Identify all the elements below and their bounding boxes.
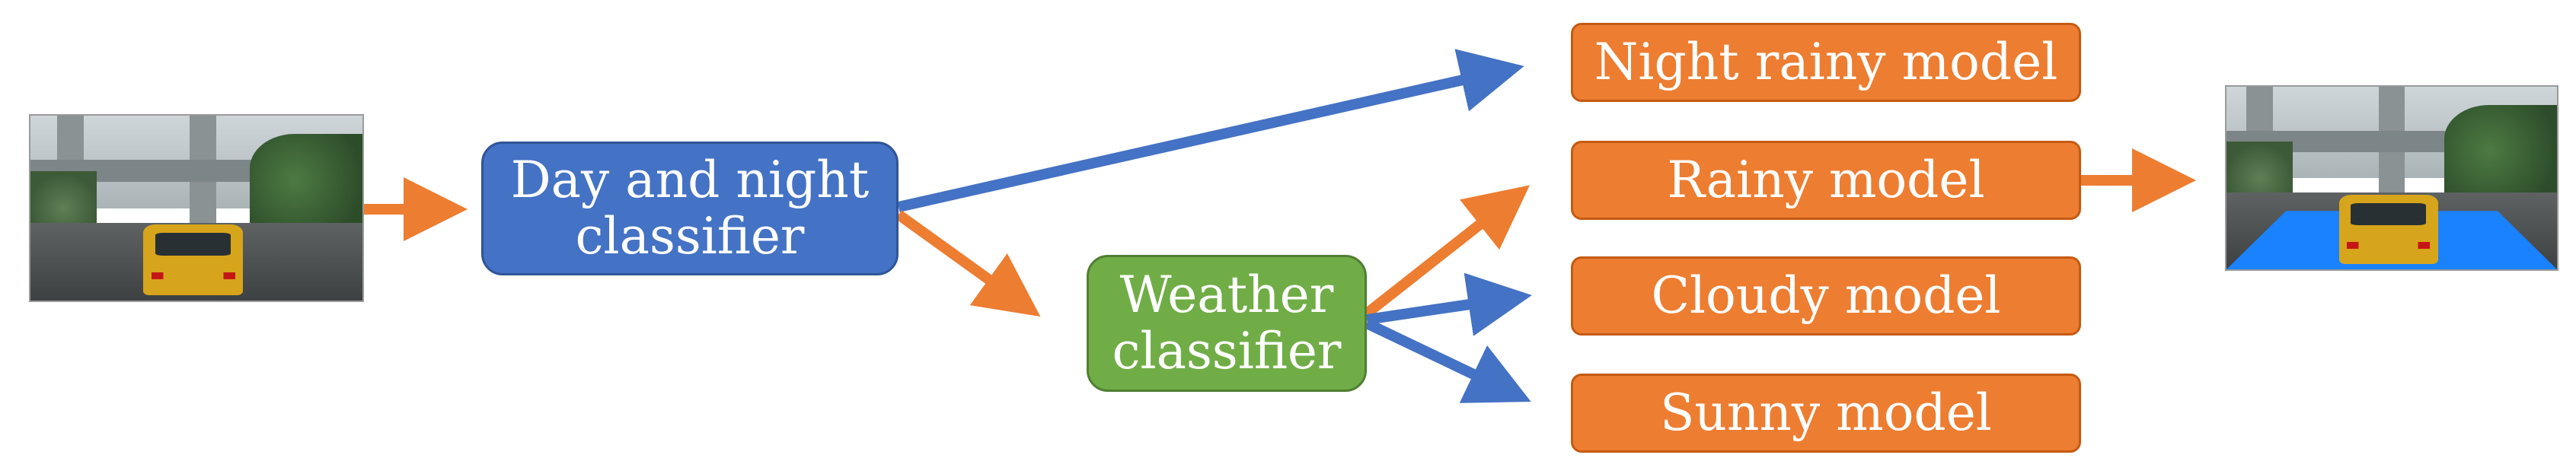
arrow-daynight-to-weather bbox=[895, 210, 1041, 317]
cloudy-model-box: Cloudy model bbox=[1571, 256, 2081, 336]
arrow-weather-to-sunny bbox=[1364, 318, 1531, 403]
arrow-daynight-to-night-rainy bbox=[897, 49, 1524, 212]
output-segmented-image bbox=[2225, 85, 2558, 271]
taxi bbox=[2338, 194, 2438, 264]
sunny-model-box: Sunny model bbox=[1571, 374, 2081, 453]
night-rainy-model-box: Night rainy model bbox=[1571, 23, 2081, 102]
day-night-classifier-box: Day and night classifier bbox=[481, 142, 899, 275]
arrow-weather-to-cloudy bbox=[1365, 272, 1532, 336]
input-street-image bbox=[29, 114, 364, 302]
arrow-weather-to-rainy bbox=[1363, 185, 1530, 318]
rainy-model-box: Rainy model bbox=[1571, 141, 2081, 220]
taxi bbox=[143, 224, 244, 295]
weather-classifier-box: Weather classifier bbox=[1087, 255, 1367, 392]
